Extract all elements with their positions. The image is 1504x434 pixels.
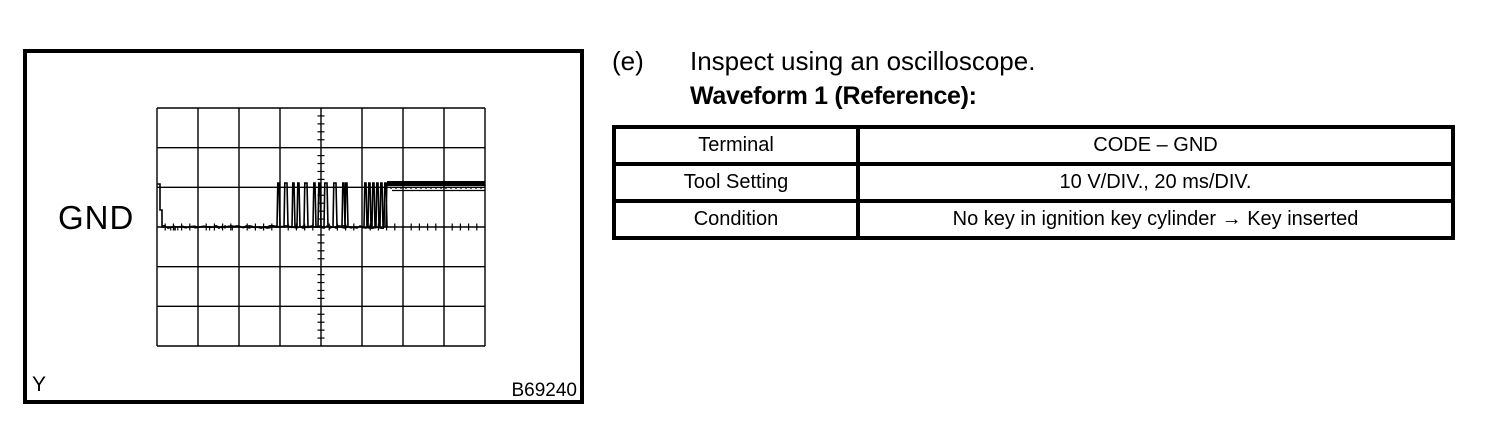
step-instruction: Inspect using an oscilloscope. <box>690 46 1036 76</box>
row-value: No key in ignition key cylinder → Key in… <box>856 199 1455 241</box>
figure-code: B69240 <box>511 380 577 401</box>
oscilloscope-graticule-and-trace <box>156 107 486 347</box>
figure-corner-label: Y <box>32 373 47 396</box>
row-label: Terminal <box>612 125 860 167</box>
table-row-terminal: Terminal CODE – GND <box>612 125 1455 167</box>
table-row-condition: Condition No key in ignition key cylinde… <box>612 199 1455 241</box>
instruction-block: (e) Inspect using an oscilloscope. Wavefo… <box>612 46 1457 241</box>
gnd-label: GND <box>58 199 135 236</box>
row-value: 10 V/DIV., 20 ms/DIV. <box>856 162 1455 204</box>
row-label: Tool Setting <box>612 162 860 204</box>
waveform-heading: Waveform 1 (Reference): <box>690 81 977 110</box>
row-label: Condition <box>612 199 860 241</box>
step-label: (e) <box>612 46 644 76</box>
row-value: CODE – GND <box>856 125 1455 167</box>
reference-table: Terminal CODE – GND Tool Setting 10 V/DI… <box>612 125 1455 241</box>
table-row-tool-setting: Tool Setting 10 V/DIV., 20 ms/DIV. <box>612 162 1455 204</box>
oscilloscope-figure: GND Y B69240 <box>23 49 584 404</box>
step-line: (e) Inspect using an oscilloscope. <box>612 46 1457 77</box>
